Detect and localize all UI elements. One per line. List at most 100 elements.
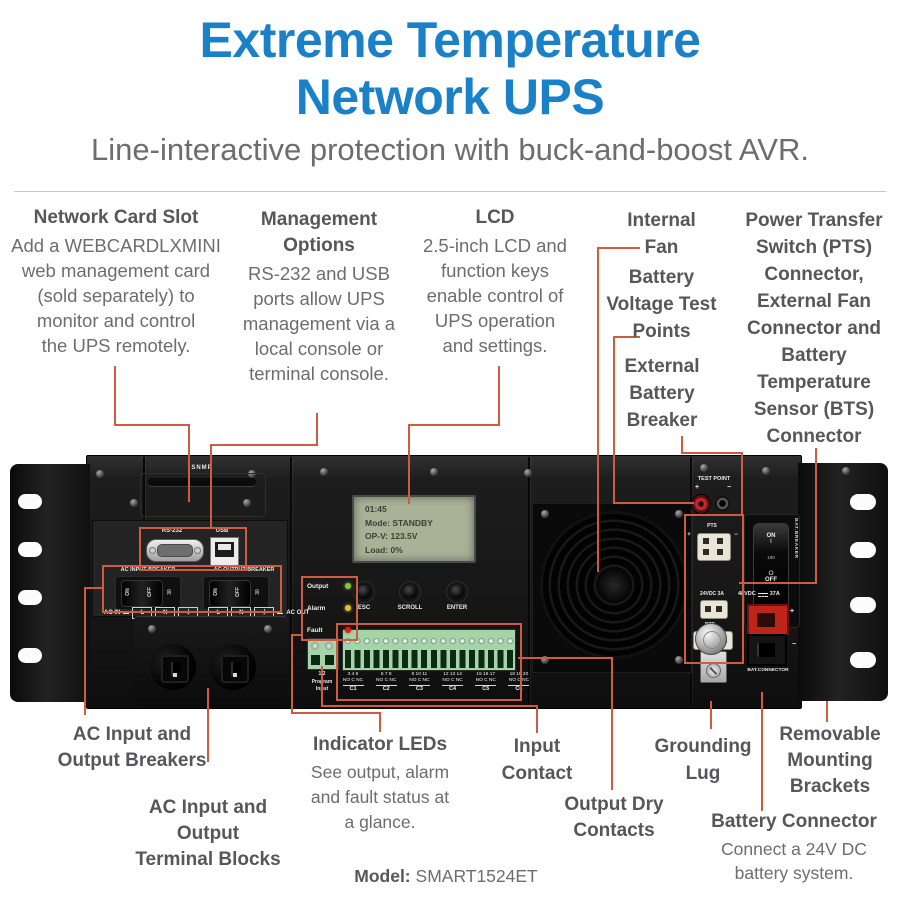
leader-indicator-leds xyxy=(291,712,381,714)
leader-lcd xyxy=(498,366,500,426)
test-point-jack-positive xyxy=(691,494,711,514)
terminal-screw-row xyxy=(343,630,515,650)
contact-group: 6 7 8 NO C NC C2 xyxy=(375,672,397,692)
led-row-alarm: Alarm xyxy=(307,603,351,613)
db9-screw xyxy=(194,547,201,554)
led-row-output: Output xyxy=(307,581,351,591)
db9-screw xyxy=(149,547,156,554)
panel-seam xyxy=(528,457,530,705)
terminal-glint xyxy=(173,673,177,677)
leader-pts-connector xyxy=(739,582,817,584)
bat-breaker-label: BAT.BREAKER xyxy=(793,518,798,559)
bracket-hole xyxy=(850,542,876,558)
alarm-led-label: Alarm xyxy=(307,604,326,612)
leader-grounding-lug xyxy=(710,701,712,729)
rs232-port xyxy=(146,539,204,562)
callout-grounding-lug-heading: Grounding Lug xyxy=(654,736,752,784)
screw xyxy=(675,510,683,518)
callout-battery-connector-heading: Battery Connector xyxy=(711,811,877,832)
callout-management-body: RS-232 and USB ports allow UPS managemen… xyxy=(242,263,396,384)
grounding-lug-nut xyxy=(695,623,727,655)
leader-ext-battery-breaker xyxy=(681,452,743,454)
model-value: SMART1524ET xyxy=(415,866,538,886)
scroll-button-label: SCROLL xyxy=(397,605,423,611)
callout-lcd-heading: LCD xyxy=(475,207,515,228)
fan-hub xyxy=(596,567,632,603)
leader-internal-fan xyxy=(597,247,599,572)
ac-out-label: AC OUT xyxy=(286,610,310,616)
model-line: Model: SMART1524ET xyxy=(330,866,562,887)
callout-internal-fan-heading: Internal Fan xyxy=(627,210,696,258)
terminal-slot xyxy=(311,655,320,665)
enter-button-label: ENTER xyxy=(446,605,468,611)
screw xyxy=(248,470,256,478)
leader-battery-connector xyxy=(761,692,763,811)
callout-indicator-leds-body: See output, alarm and fault status at a … xyxy=(310,762,450,832)
terminal-slot xyxy=(231,662,241,676)
fault-led-label: Fault xyxy=(307,626,323,634)
rocker xyxy=(209,580,251,607)
esc-button xyxy=(354,582,374,602)
screw xyxy=(130,499,138,507)
lcd-screen: 01:45 Mode: STANDBY OP-V: 123.5V Load: 0… xyxy=(352,495,476,563)
header-divider xyxy=(14,191,886,192)
screw xyxy=(700,464,708,472)
bracket-hole xyxy=(850,494,876,510)
terminal-plug xyxy=(221,655,249,683)
screw xyxy=(430,468,438,476)
leader-ext-battery-breaker xyxy=(741,452,743,516)
callout-network-card-heading: Network Card Slot xyxy=(33,207,199,228)
leader-ext-battery-breaker xyxy=(681,436,683,454)
callout-battery-connector-body: Connect a 24V DC battery system. xyxy=(721,839,867,883)
leader-test-points xyxy=(613,502,694,504)
fault-led xyxy=(345,627,351,633)
model-label: Model: xyxy=(354,866,411,886)
ac-in-label: AC IN xyxy=(104,610,121,616)
output-led-label: Output xyxy=(307,582,329,590)
bracket-hole xyxy=(850,652,876,668)
leader-mounting-brackets xyxy=(826,701,828,722)
bat-breaker-i-label: I xyxy=(770,539,772,545)
leader-network-card xyxy=(114,366,116,424)
network-card-slot xyxy=(140,473,266,517)
terminal-screw xyxy=(325,642,333,650)
screw xyxy=(524,469,532,477)
battery-connector-positive xyxy=(747,604,789,636)
contact-group: 18 19 20 NO C NC C6 xyxy=(508,672,530,692)
contact-group: 3 4 5 NO C NC C1 xyxy=(342,672,364,692)
bat-minus: − xyxy=(791,641,797,648)
callout-indicator-leds-heading: Indicator LEDs xyxy=(312,734,448,755)
bat-breaker-on-label: ON xyxy=(766,533,776,539)
leader-test-points xyxy=(613,336,615,504)
output-led xyxy=(345,583,351,589)
leader-management xyxy=(210,444,212,528)
dash xyxy=(277,612,284,614)
contact-group: 15 16 17 NO C NC C5 xyxy=(475,672,497,692)
48vdc-amps: 37A xyxy=(769,591,780,597)
leader-terminal-blocks xyxy=(207,688,209,762)
test-point-plus: + xyxy=(694,484,700,491)
rocker xyxy=(121,580,163,607)
card-slot-opening xyxy=(148,478,256,487)
page-title: Extreme Temperature Network UPS xyxy=(199,12,701,125)
screw xyxy=(541,510,549,518)
24vdc-label: 24VDC 3A xyxy=(700,591,724,597)
screw xyxy=(762,467,770,475)
scroll-button xyxy=(400,582,420,602)
alarm-led xyxy=(345,605,351,611)
db9-pins xyxy=(157,544,193,557)
leader-input-contact xyxy=(321,705,538,707)
bracket-hole xyxy=(850,597,876,613)
enter-button xyxy=(447,582,467,602)
usb-tab xyxy=(218,544,231,550)
callout-network-card-body: Add a WEBCARDLXMINI web management card … xyxy=(11,235,221,356)
bat-plus: + xyxy=(789,608,795,615)
snmp-slot-label: SNMP xyxy=(191,465,213,471)
bracket-hole xyxy=(18,648,42,663)
leader-input-contact xyxy=(536,705,538,733)
highlight-box-management-ports xyxy=(139,527,247,571)
lug-screw xyxy=(706,663,721,678)
contact-group: 12 13 14 NO C NC C4 xyxy=(442,672,464,692)
bat-connector-label: BAT.CONNECTOR xyxy=(747,668,789,673)
screw xyxy=(96,470,104,478)
